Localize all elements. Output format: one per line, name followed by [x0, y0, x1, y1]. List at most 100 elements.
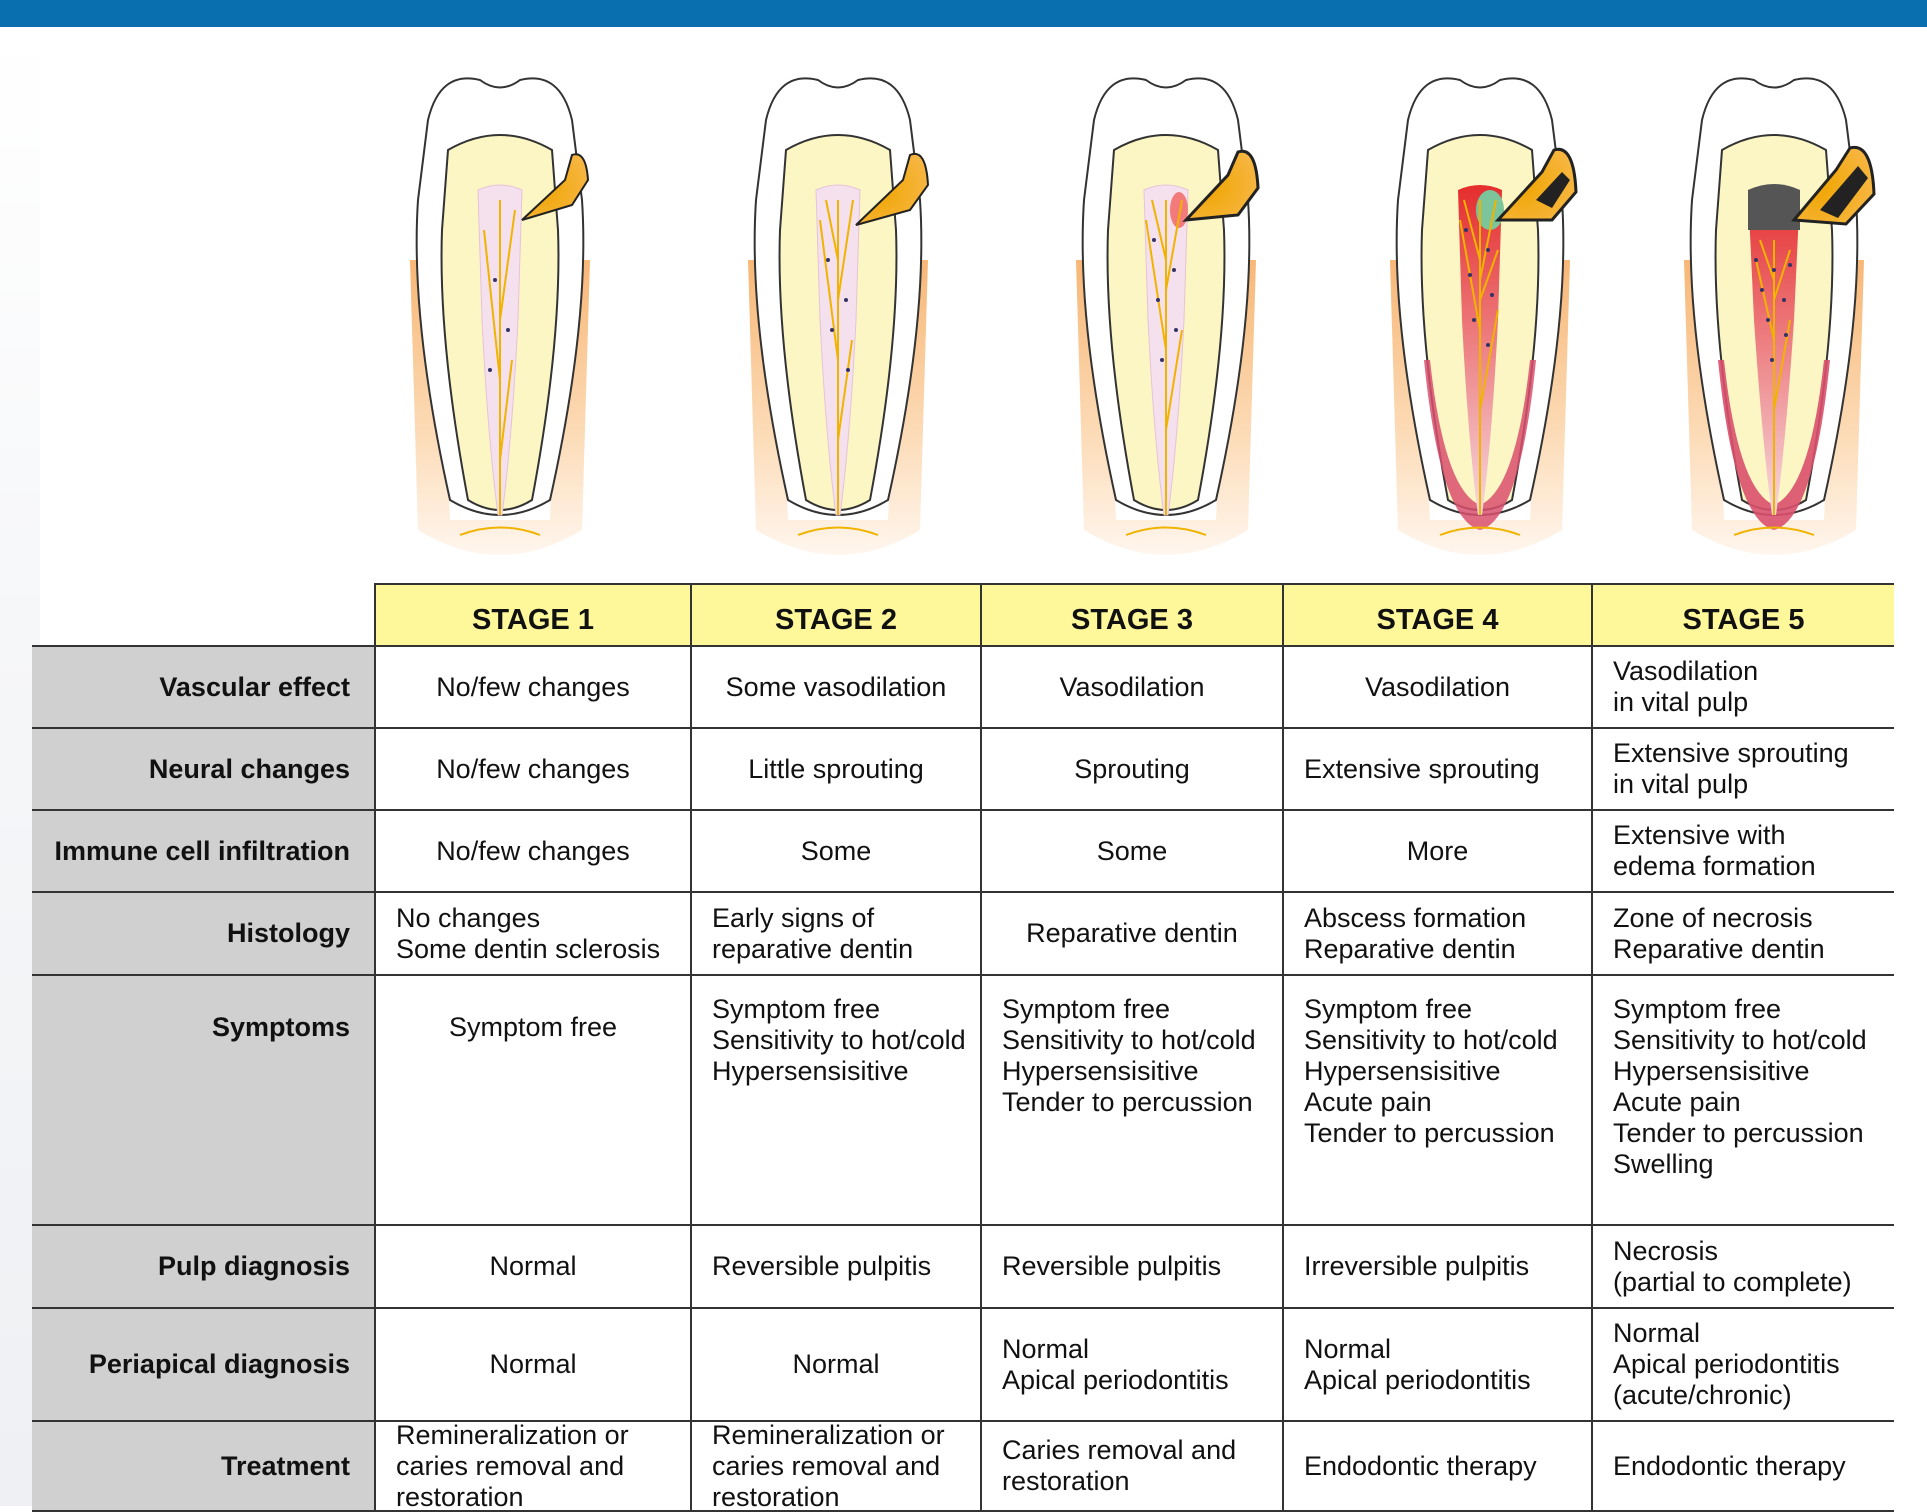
- table-corner: [32, 583, 376, 647]
- cell-text-line: Vasodilation: [1059, 672, 1204, 703]
- cell-text-line: Early signs of: [712, 903, 874, 934]
- cell-text-line: No/few changes: [436, 836, 630, 867]
- cell-text-line: Some: [801, 836, 872, 867]
- cell-text-line: Endodontic therapy: [1613, 1451, 1846, 1482]
- cell-text-line: reparative dentin: [712, 934, 913, 965]
- cell-text-line: Hypersensisitive: [712, 1056, 909, 1087]
- row-label: Pulp diagnosis: [32, 1226, 376, 1309]
- row-label: Symptoms: [32, 976, 376, 1226]
- table-cell: No/few changes: [376, 647, 692, 729]
- cell-text-line: Symptom free: [449, 1012, 617, 1043]
- cell-text-line: (acute/chronic): [1613, 1380, 1792, 1411]
- cell-text-line: Acute pain: [1304, 1087, 1432, 1118]
- table-cell: Normal: [692, 1309, 982, 1422]
- cell-text-line: caries removal and: [396, 1451, 624, 1482]
- cell-text-line: Vasodilation: [1365, 672, 1510, 703]
- tooth-illustrations: [0, 60, 1927, 580]
- table-cell: Symptom free: [376, 976, 692, 1226]
- cell-text-line: Sprouting: [1074, 754, 1190, 785]
- cell-text-line: Apical periodontitis: [1304, 1365, 1531, 1396]
- cell-text-line: Extensive with: [1613, 820, 1786, 851]
- row-label: Periapical diagnosis: [32, 1309, 376, 1422]
- table-cell: Normal: [376, 1309, 692, 1422]
- cell-text-line: restoration: [396, 1482, 524, 1512]
- row-label: Immune cell infiltration: [32, 811, 376, 893]
- cell-text-line: Extensive sprouting: [1304, 754, 1540, 785]
- tooth-stage-5: [1624, 60, 1914, 580]
- cell-text-line: Extensive sprouting: [1613, 738, 1849, 769]
- table-cell: Necrosis(partial to complete): [1593, 1226, 1894, 1309]
- cell-text-line: Caries removal and: [1002, 1435, 1236, 1466]
- cell-text-line: Sensitivity to hot/cold: [1304, 1025, 1558, 1056]
- cell-text-line: Acute pain: [1613, 1087, 1741, 1118]
- pulpitis-stage-table: STAGE 1 STAGE 2 STAGE 3 STAGE 4 STAGE 5 …: [32, 583, 1894, 1512]
- cell-text-line: Reparative dentin: [1304, 934, 1516, 965]
- cell-text-line: Swelling: [1613, 1149, 1714, 1180]
- cell-text-line: Reparative dentin: [1613, 934, 1825, 965]
- table-cell: Reparative dentin: [982, 893, 1284, 976]
- cell-text-line: in vital pulp: [1613, 687, 1748, 718]
- cell-text-line: Necrosis: [1613, 1236, 1718, 1267]
- cell-text-line: Normal: [1002, 1334, 1089, 1365]
- table-cell: Little sprouting: [692, 729, 982, 811]
- cell-text-line: edema formation: [1613, 851, 1816, 882]
- cell-text-line: Apical periodontitis: [1613, 1349, 1840, 1380]
- cell-text-line: (partial to complete): [1613, 1267, 1852, 1298]
- row-label: Neural changes: [32, 729, 376, 811]
- cell-text-line: Some vasodilation: [726, 672, 947, 703]
- cell-text-line: Symptom free: [1002, 994, 1170, 1025]
- cell-text-line: restoration: [1002, 1466, 1130, 1497]
- cell-text-line: Reversible pulpitis: [1002, 1251, 1221, 1282]
- stage-header: STAGE 3: [982, 583, 1284, 647]
- cell-text-line: Sensitivity to hot/cold: [1613, 1025, 1867, 1056]
- cell-text-line: Symptom free: [712, 994, 880, 1025]
- cell-text-line: Normal: [792, 1349, 879, 1380]
- cell-text-line: Sensitivity to hot/cold: [1002, 1025, 1256, 1056]
- table-cell: More: [1284, 811, 1593, 893]
- cell-text-line: Some dentin sclerosis: [396, 934, 660, 965]
- cell-text-line: No/few changes: [436, 672, 630, 703]
- cell-text-line: Symptom free: [1613, 994, 1781, 1025]
- table-cell: Sprouting: [982, 729, 1284, 811]
- cell-text-line: Hypersensisitive: [1002, 1056, 1199, 1087]
- row-label: Vascular effect: [32, 647, 376, 729]
- table-cell: No/few changes: [376, 811, 692, 893]
- cell-text-line: Normal: [489, 1349, 576, 1380]
- table-cell: Extensive sprouting: [1284, 729, 1593, 811]
- cell-text-line: Zone of necrosis: [1613, 903, 1813, 934]
- table-cell: Endodontic therapy: [1593, 1422, 1894, 1512]
- top-banner-bar: [0, 0, 1927, 27]
- table-cell: Some: [982, 811, 1284, 893]
- cell-text-line: in vital pulp: [1613, 769, 1748, 800]
- cell-text-line: Vasodilation: [1613, 656, 1758, 687]
- stage-header: STAGE 1: [376, 583, 692, 647]
- table-cell: Some vasodilation: [692, 647, 982, 729]
- cell-text-line: No/few changes: [436, 754, 630, 785]
- cell-text-line: Symptom free: [1304, 994, 1472, 1025]
- table-cell: Normal: [376, 1226, 692, 1309]
- cell-text-line: Reparative dentin: [1026, 918, 1238, 949]
- cell-text-line: Normal: [489, 1251, 576, 1282]
- cell-text-line: Irreversible pulpitis: [1304, 1251, 1529, 1282]
- table-cell: Reversible pulpitis: [692, 1226, 982, 1309]
- table-cell: Some: [692, 811, 982, 893]
- table-cell: Endodontic therapy: [1284, 1422, 1593, 1512]
- cell-text-line: Hypersensisitive: [1304, 1056, 1501, 1087]
- cell-text-line: Hypersensisitive: [1613, 1056, 1810, 1087]
- cell-text-line: Tender to percussion: [1613, 1118, 1864, 1149]
